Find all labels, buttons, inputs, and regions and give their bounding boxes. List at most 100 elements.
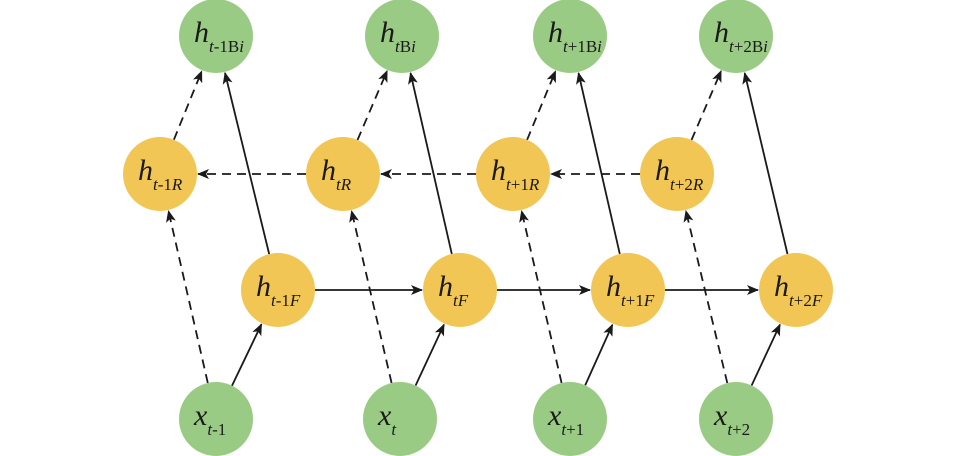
node-label: ht+2F [774,270,823,310]
node-label-subscript: t [271,291,277,310]
edge-dashed-arrow [519,210,563,384]
node-input: xt+2 [699,382,773,456]
node-label-base: h [655,154,670,187]
node-label: ht-1Bi [194,16,244,56]
node-circle [533,0,607,73]
node-label-base: h [548,16,563,49]
node-label: ht+2R [655,154,704,194]
edge-solid-arrow [414,323,445,386]
node-label-subscript: t [789,291,795,310]
node-circle [241,253,315,327]
node-circle [423,253,497,327]
edge-solid-arrow [576,72,621,255]
node-input: xt-1 [179,382,253,456]
node-label: htBi [380,16,416,56]
node-label-subscript: +1 [566,420,584,439]
node-input: xt [363,382,437,456]
node-forward: ht+1F [591,253,665,327]
node-label-subscript: +2B [734,37,763,56]
node-label-subscript: B [400,37,411,56]
node-label-base: h [774,270,789,303]
node-label-subscript: t [506,175,512,194]
node-label-subscript: t [727,420,733,439]
node-label-subscript: t [209,37,215,56]
node-label-subscript: +1B [568,37,597,56]
node-circle [363,382,437,456]
node-circle [365,0,439,73]
node-label-subscript: t [395,37,401,56]
node-label-subscript: R [528,175,540,194]
node-label-subscript: t [153,175,159,194]
edge-dashed-arrow [349,210,393,384]
node-circle [640,137,714,211]
node-label-base: h [256,270,271,303]
node-label-subscript: +1 [626,291,644,310]
node-label-base: h [714,16,729,49]
edge-dashed-arrow [356,69,388,141]
node-label-base: h [606,270,621,303]
node-forward: ht+2F [759,253,833,327]
node-label-subscript: -1 [212,420,226,439]
edge-dashed-arrow [166,210,209,384]
edge-solid-arrow [231,323,263,387]
node-label: xt+1 [547,399,584,439]
node-label: ht+1Bi [548,16,602,56]
edge-solid-arrow [742,72,789,255]
edge-dashed-arrow [690,69,722,141]
node-label-base: x [377,399,392,432]
node-reverse: ht+2R [640,137,714,211]
edge-dashed-arrow [526,70,557,141]
node-label-subscript: -1 [158,175,172,194]
edge-solid-arrow [408,72,453,255]
edge-dashed-arrow [173,70,203,141]
node-circle [476,137,550,211]
node-label-subscript: +2 [675,175,693,194]
node-forward: htF [423,253,497,327]
node-label: ht-1R [138,154,183,194]
edge-solid-arrow [222,71,271,255]
node-label-base: h [491,154,506,187]
node-label-base: h [194,16,209,49]
node-label-subscript: F [289,291,301,310]
node-label-base: x [193,399,208,432]
node-circle [591,253,665,327]
node-forward: ht-1F [241,253,315,327]
node-label: ht-1F [256,270,301,310]
node-circle [179,382,253,456]
node-circle [699,0,773,73]
node-label-subscript: R [171,175,183,194]
node-label-subscript: tF [453,291,469,310]
node-label-subscript: t [670,175,676,194]
node-circle [179,0,253,73]
node-label-base: h [380,16,395,49]
node-label-subscript: i [411,37,416,56]
node-label: xt+2 [713,399,750,439]
node-circle [759,253,833,327]
node-label-subscript: +2 [732,420,750,439]
node-label-subscript: t [729,37,735,56]
node-label-subscript: t [207,420,213,439]
node-label-subscript: i [597,37,602,56]
node-label-subscript: +2 [794,291,812,310]
node-label-base: x [547,399,562,432]
node-reverse: ht-1R [123,137,197,211]
node-label-subscript: -1 [276,291,290,310]
node-circle [123,137,197,211]
node-label-base: h [321,154,336,187]
node-label-subscript: t [563,37,569,56]
node-label: xt [377,399,397,439]
node-label-subscript: F [811,291,823,310]
node-label: ht+1R [491,154,540,194]
node-input: xt+1 [533,382,607,456]
node-reverse: ht+1R [476,137,550,211]
node-label-base: h [438,270,453,303]
node-output: ht+2Bi [699,0,773,73]
node-circle [533,382,607,456]
node-label: htR [321,154,352,194]
edge-solid-arrow [750,323,781,386]
node-label: htF [438,270,469,310]
node-label: ht+2Bi [714,16,768,56]
node-circle [699,382,773,456]
